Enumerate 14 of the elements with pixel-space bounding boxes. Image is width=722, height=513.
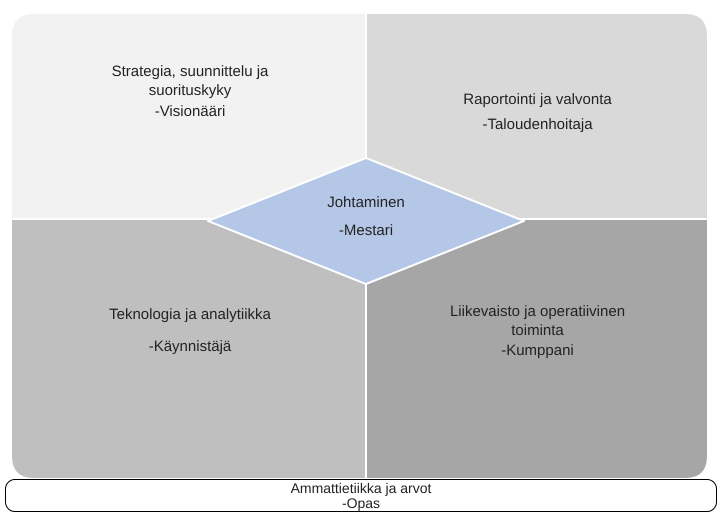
role-text: -Opas	[340, 496, 382, 511]
heading-text: Teknologia ja analytiikka	[108, 305, 272, 324]
role-text: -Mestari	[338, 221, 394, 240]
role-text: -Visionääri	[154, 102, 226, 121]
heading-text: Raportointi ja valvonta	[462, 90, 613, 109]
role-text: -Käynnistäjä	[148, 337, 232, 356]
rounded-box	[5, 479, 717, 512]
role-text: -Kumppani	[500, 341, 575, 360]
role-text: -Taloudenhoitaja	[481, 115, 594, 134]
heading-text: Strategia, suunnittelu ja suorituskyky	[110, 62, 270, 100]
heading-text: Liikevaisto ja operatiivinen toiminta	[448, 302, 626, 340]
diamond-shape	[207, 157, 525, 285]
heading-text: Ammattietiikka ja arvot	[290, 481, 432, 496]
heading-text: Johtaminen	[326, 193, 406, 212]
